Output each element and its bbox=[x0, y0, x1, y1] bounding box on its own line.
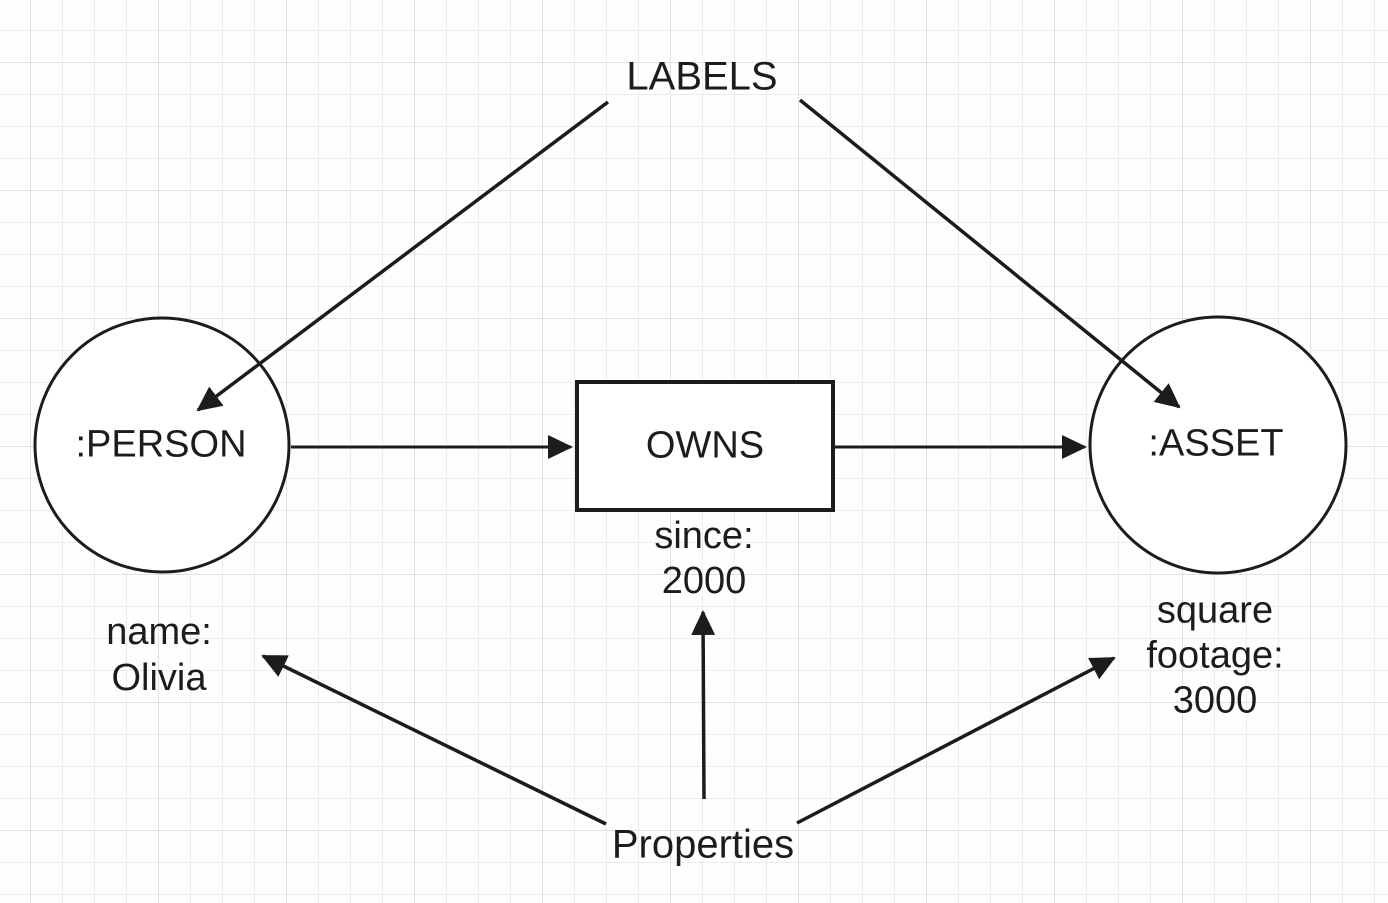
arrow-properties-to-footage bbox=[796, 656, 1116, 825]
person-properties-text: name: Olivia bbox=[106, 609, 212, 701]
labels-annotation-title: LABELS bbox=[626, 54, 778, 99]
arrow-properties-to-since bbox=[691, 610, 716, 800]
owns-relationship-box bbox=[575, 380, 835, 512]
asset-property-line: footage: bbox=[1146, 634, 1284, 677]
person-property-line: name: bbox=[106, 611, 212, 653]
asset-properties-text: square footage: 3000 bbox=[1146, 589, 1283, 724]
asset-node-label: :ASSET bbox=[1148, 422, 1284, 465]
arrow-labels-to-asset bbox=[798, 98, 1181, 409]
asset-node-circle bbox=[1088, 315, 1348, 575]
properties-annotation-title: Properties bbox=[611, 822, 795, 867]
owns-property-line: since: bbox=[654, 515, 754, 557]
person-node-label: :PERSON bbox=[75, 423, 247, 466]
asset-property-line: 3000 bbox=[1172, 679, 1258, 722]
asset-property-line: square bbox=[1156, 589, 1274, 632]
owns-relationship-label: OWNS bbox=[645, 424, 765, 467]
person-node-circle bbox=[33, 316, 291, 574]
arrow-properties-to-name bbox=[261, 654, 607, 826]
owns-property-line: 2000 bbox=[661, 560, 747, 602]
arrow-labels-to-person bbox=[196, 100, 610, 412]
person-property-line: Olivia bbox=[111, 657, 207, 699]
owns-properties-text: since: 2000 bbox=[654, 514, 753, 604]
